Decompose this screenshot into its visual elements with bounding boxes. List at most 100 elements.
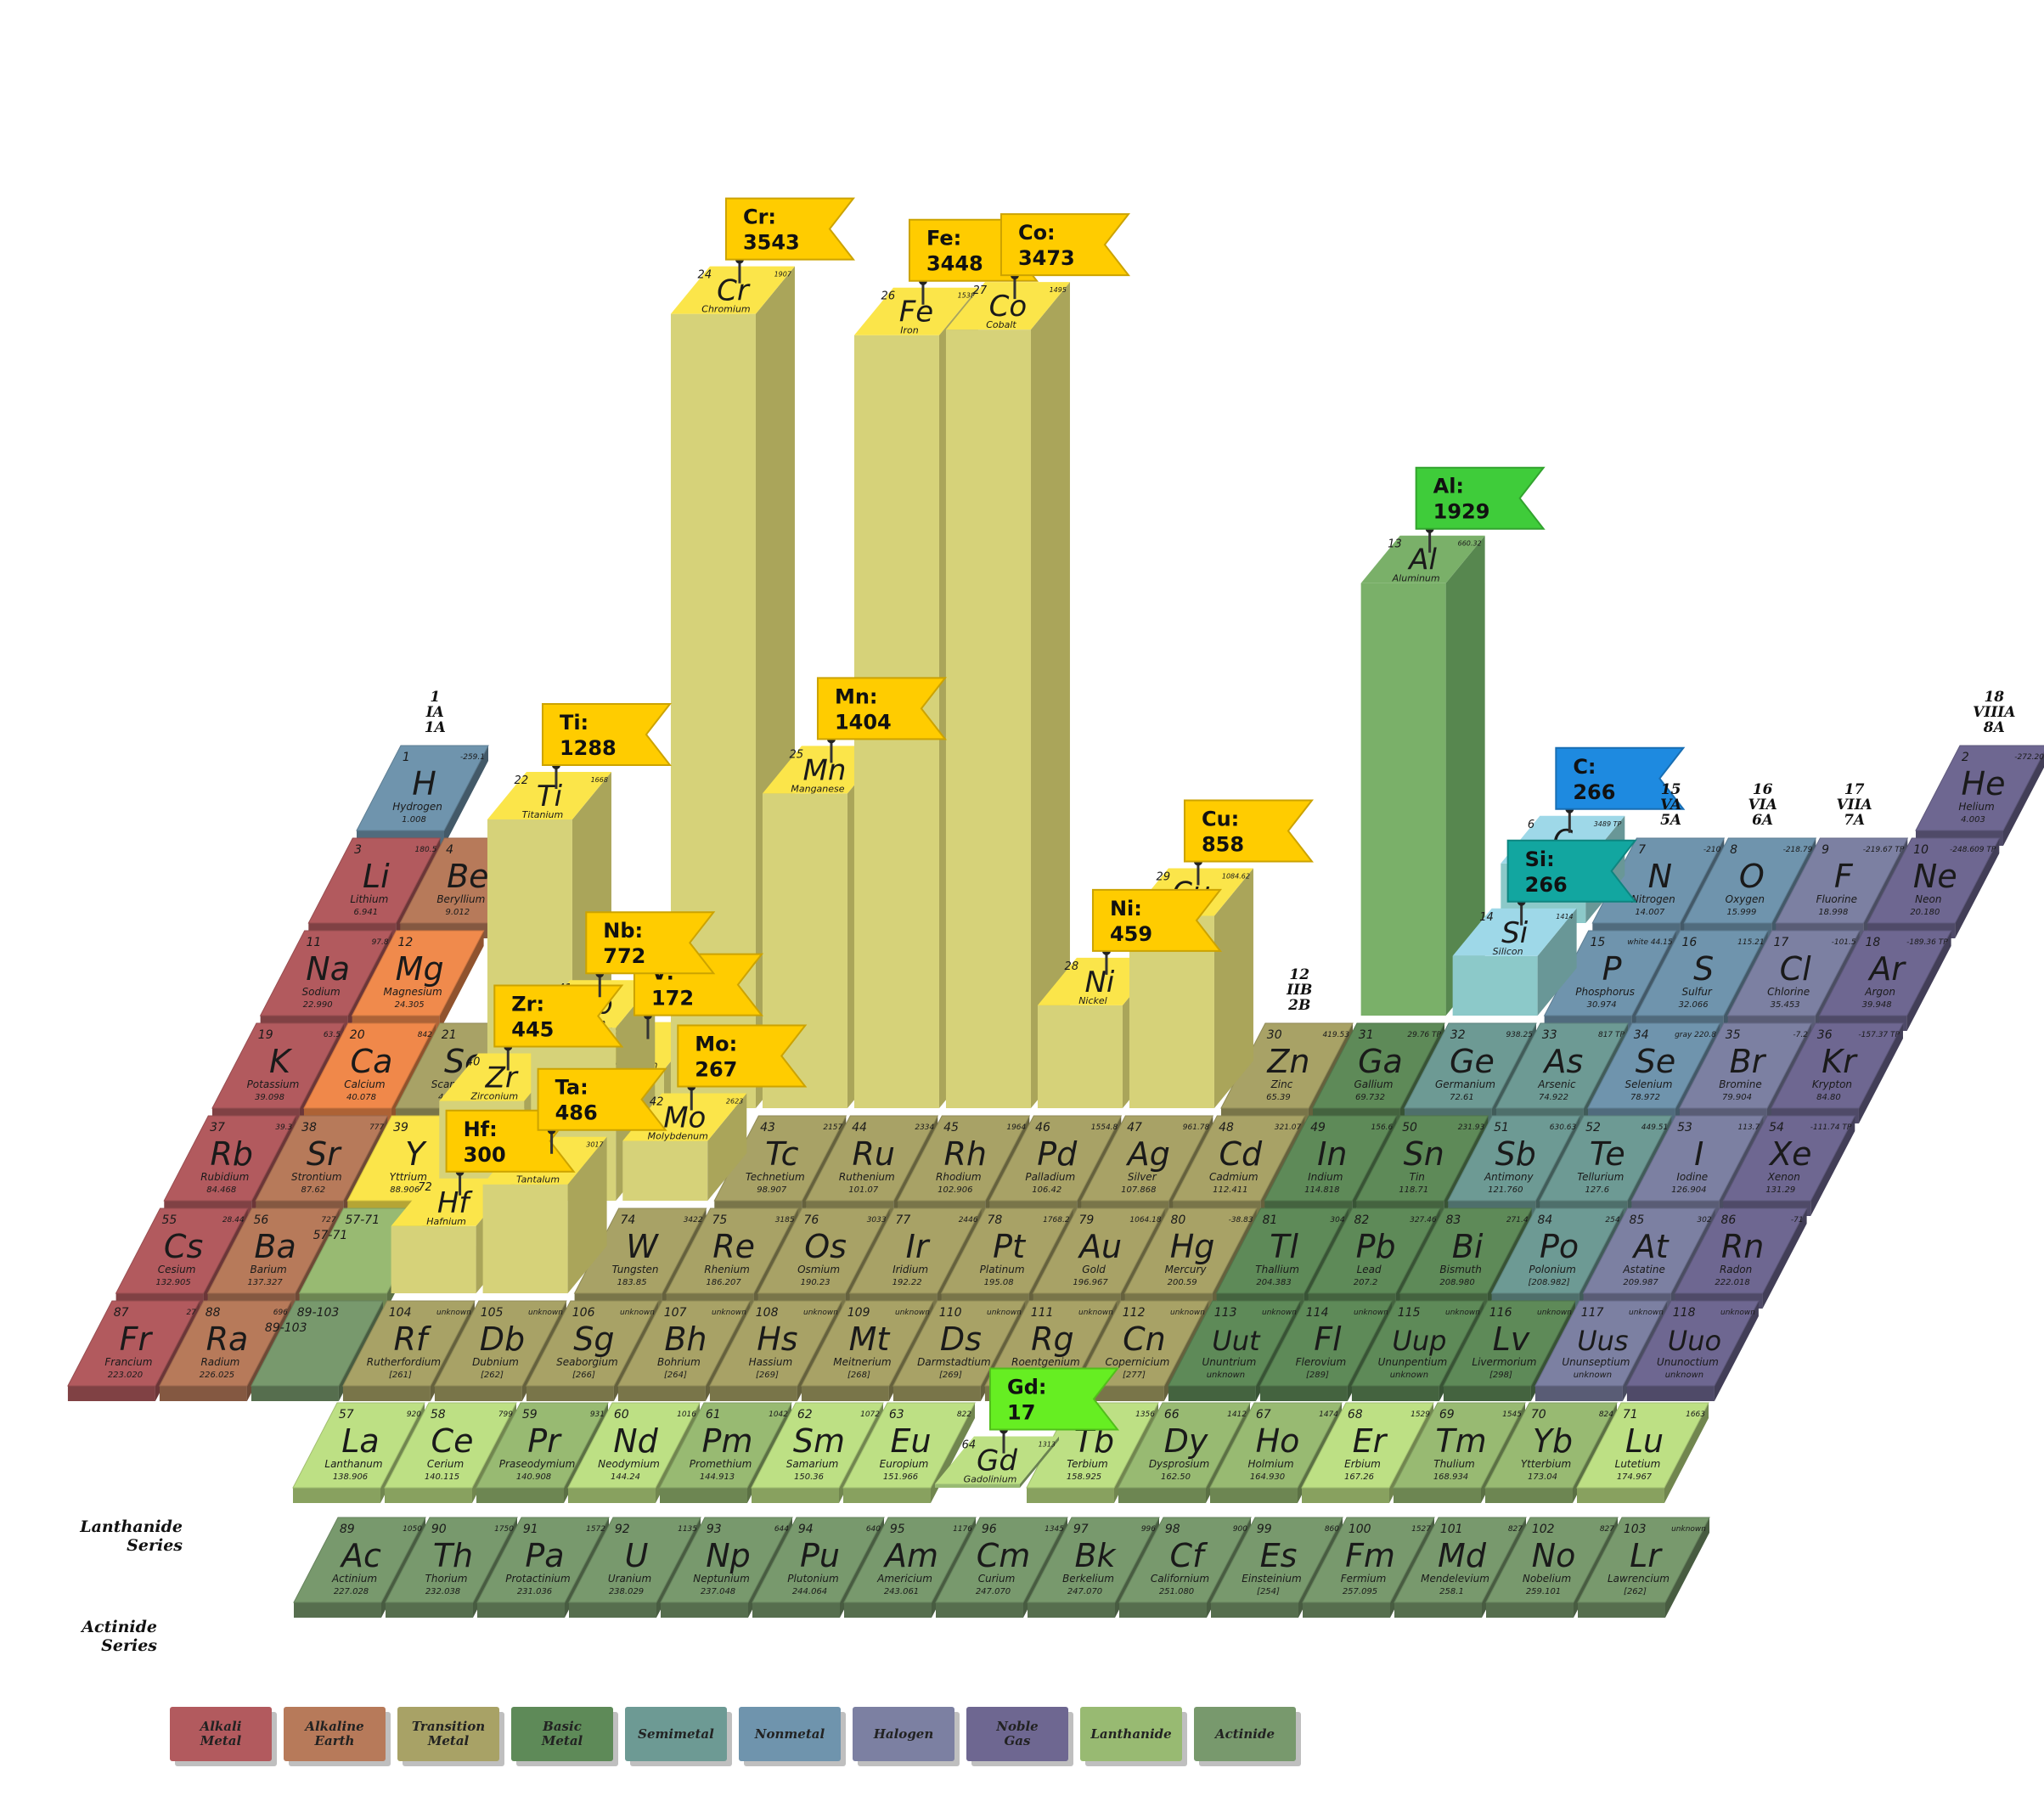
svg-text:Hf:: Hf:: [464, 1118, 498, 1141]
svg-text:Cd: Cd: [1219, 1135, 1263, 1173]
svg-text:Potassium: Potassium: [247, 1078, 300, 1090]
svg-text:132.905: 132.905: [155, 1278, 190, 1287]
group-label-18: 18 VIIIA 8A: [1973, 689, 2016, 736]
actinide-series-label: Actinide Series: [82, 1618, 157, 1655]
svg-text:88.906: 88.906: [390, 1185, 419, 1195]
svg-text:1: 1: [403, 751, 410, 764]
svg-text:40.078: 40.078: [346, 1093, 376, 1102]
svg-text:47: 47: [1127, 1121, 1142, 1134]
svg-text:Sm: Sm: [793, 1422, 845, 1460]
svg-text:Ds: Ds: [940, 1320, 982, 1358]
svg-text:304: 304: [1330, 1216, 1344, 1225]
svg-text:1404: 1404: [835, 710, 892, 734]
svg-text:35.453: 35.453: [1771, 1000, 1800, 1010]
svg-text:144.24: 144.24: [611, 1472, 640, 1482]
svg-text:226.025: 226.025: [200, 1371, 234, 1380]
svg-text:112: 112: [1123, 1306, 1146, 1320]
svg-text:20.180: 20.180: [1910, 908, 1940, 917]
svg-text:1663: 1663: [1686, 1410, 1705, 1419]
svg-text:Uuo: Uuo: [1668, 1325, 1721, 1357]
svg-text:1668: 1668: [591, 776, 608, 784]
svg-text:3033: 3033: [867, 1216, 887, 1225]
svg-text:8: 8: [1730, 843, 1737, 857]
svg-text:Lithium: Lithium: [350, 893, 388, 905]
svg-text:44: 44: [852, 1121, 867, 1134]
svg-text:Rg: Rg: [1031, 1320, 1074, 1358]
svg-text:69.732: 69.732: [1355, 1093, 1385, 1102]
svg-text:106: 106: [572, 1306, 595, 1320]
svg-text:62: 62: [797, 1408, 813, 1422]
svg-text:Ti:: Ti:: [560, 711, 588, 735]
svg-text:Krypton: Krypton: [1812, 1078, 1852, 1090]
svg-text:Sn: Sn: [1404, 1135, 1444, 1173]
svg-text:46: 46: [1035, 1121, 1050, 1134]
svg-text:827: 827: [1508, 1525, 1523, 1534]
svg-text:Ta:: Ta:: [555, 1076, 588, 1100]
svg-text:Francium: Francium: [104, 1356, 152, 1368]
svg-text:Uut: Uut: [1212, 1325, 1261, 1357]
svg-text:Arsenic: Arsenic: [1537, 1078, 1576, 1090]
svg-text:Ag: Ag: [1125, 1135, 1170, 1173]
svg-text:Iridium: Iridium: [892, 1264, 928, 1275]
flag-nb: Nb:772: [585, 911, 716, 998]
svg-text:Tantalum: Tantalum: [516, 1174, 560, 1185]
svg-text:Ununseptium: Ununseptium: [1562, 1356, 1630, 1368]
svg-text:81: 81: [1262, 1213, 1277, 1227]
svg-text:84.468: 84.468: [206, 1185, 236, 1195]
svg-text:126.904: 126.904: [1671, 1185, 1706, 1195]
svg-text:Erbium: Erbium: [1344, 1458, 1381, 1470]
svg-text:106.42: 106.42: [1032, 1185, 1061, 1195]
svg-text:Y: Y: [405, 1135, 427, 1173]
svg-text:18: 18: [1865, 936, 1880, 949]
svg-text:Cm: Cm: [977, 1537, 1031, 1574]
svg-text:Iodine: Iodine: [1676, 1171, 1708, 1183]
svg-text:113.7: 113.7: [1738, 1123, 1760, 1132]
svg-text:N: N: [1648, 858, 1672, 895]
svg-text:1474: 1474: [1319, 1410, 1338, 1419]
svg-text:4: 4: [446, 843, 453, 857]
flag-mn: Mn:1404: [816, 677, 948, 763]
svg-text:Rubidium: Rubidium: [200, 1171, 249, 1183]
svg-text:unknown: unknown: [620, 1309, 655, 1317]
svg-text:Db: Db: [480, 1320, 525, 1358]
svg-text:69: 69: [1439, 1408, 1455, 1422]
svg-text:[262]: [262]: [1624, 1587, 1647, 1596]
svg-text:Darmstadtium: Darmstadtium: [917, 1356, 990, 1368]
svg-text:Neodymium: Neodymium: [598, 1458, 660, 1470]
svg-text:-71: -71: [1791, 1216, 1804, 1225]
svg-text:254: 254: [1605, 1216, 1619, 1225]
svg-text:48: 48: [1219, 1121, 1234, 1134]
svg-text:15: 15: [1590, 936, 1605, 949]
svg-text:Bismuth: Bismuth: [1439, 1264, 1481, 1275]
svg-text:24: 24: [698, 269, 712, 282]
svg-text:140.908: 140.908: [516, 1472, 551, 1482]
svg-text:unknown: unknown: [1665, 1371, 1703, 1380]
svg-text:232.038: 232.038: [425, 1587, 460, 1596]
svg-text:-157.37 TP: -157.37 TP: [1858, 1031, 1900, 1039]
svg-text:Al:: Al:: [1433, 475, 1464, 498]
svg-text:Mn: Mn: [803, 753, 847, 787]
svg-text:85: 85: [1629, 1213, 1644, 1227]
svg-text:Au: Au: [1077, 1228, 1122, 1265]
svg-text:Ar: Ar: [1867, 950, 1906, 988]
svg-text:168.934: 168.934: [1433, 1472, 1468, 1482]
svg-text:Calcium: Calcium: [344, 1078, 385, 1090]
svg-text:1042: 1042: [769, 1410, 788, 1419]
legend-noble: Noble Gas: [966, 1707, 1068, 1761]
svg-text:Phosphorus: Phosphorus: [1575, 986, 1635, 998]
svg-text:162.50: 162.50: [1161, 1472, 1191, 1482]
svg-text:[289]: [289]: [1306, 1371, 1329, 1380]
svg-text:68: 68: [1348, 1408, 1363, 1422]
svg-text:Uus: Uus: [1577, 1325, 1628, 1357]
svg-text:Fermium: Fermium: [1341, 1573, 1387, 1585]
svg-text:Cl: Cl: [1780, 950, 1812, 988]
svg-text:116: 116: [1489, 1306, 1512, 1320]
svg-text:38: 38: [301, 1121, 317, 1134]
svg-text:Mo: Mo: [663, 1101, 706, 1135]
svg-text:29.76 TP: 29.76 TP: [1407, 1031, 1441, 1039]
svg-text:2446: 2446: [959, 1216, 978, 1225]
svg-text:486: 486: [555, 1101, 598, 1125]
